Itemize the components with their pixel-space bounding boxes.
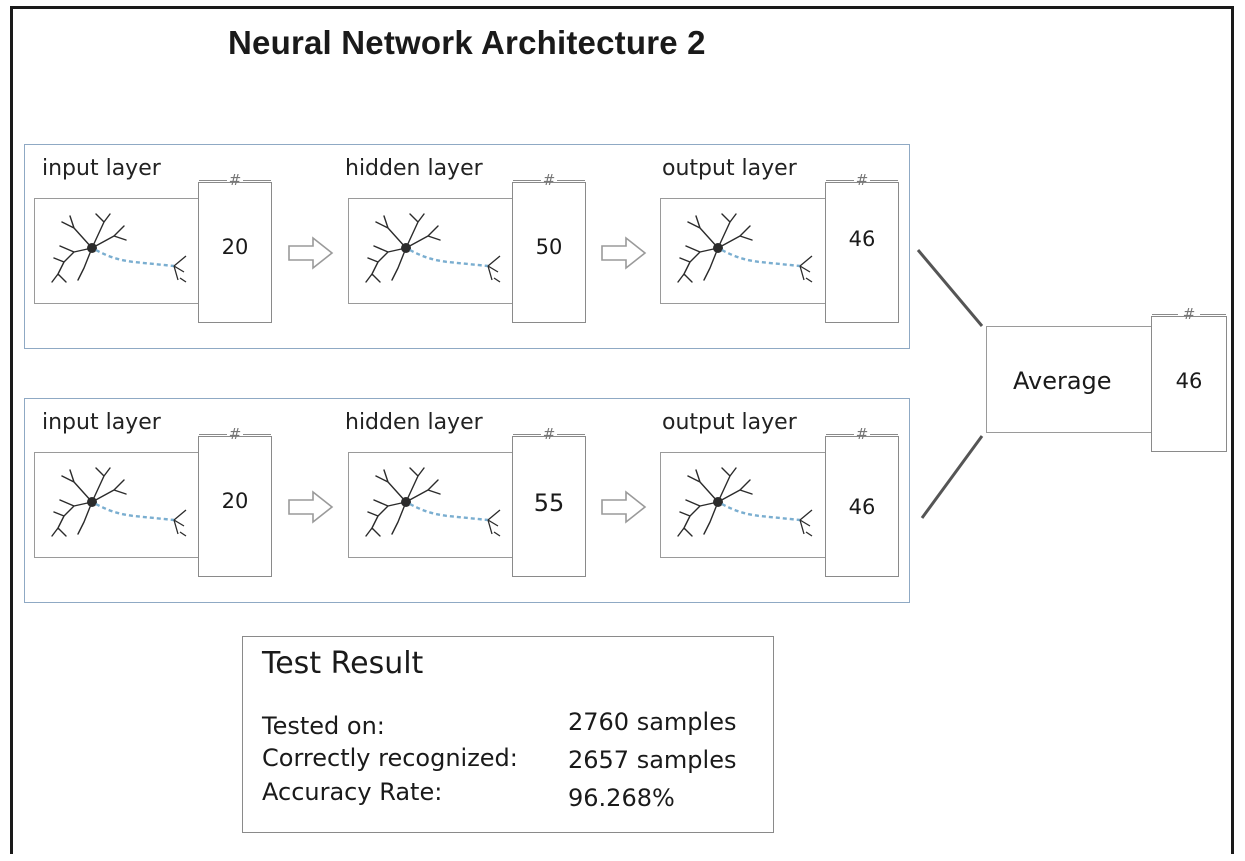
correctly-recognized-value: 2657 samples: [568, 746, 737, 774]
correctly-recognized-label: Correctly recognized:: [262, 744, 518, 772]
page-title: Neural Network Architecture 2: [228, 24, 706, 61]
hash-icon: #: [1182, 305, 1196, 323]
average-count-value: 46: [1175, 369, 1203, 393]
network-2-output-count-value: 46: [848, 495, 876, 519]
network-1-hidden-count: # 50: [512, 171, 586, 323]
tested-on-value: 2760 samples: [568, 708, 737, 736]
network-2-hidden-count-value: 55: [533, 489, 565, 517]
hash-icon: #: [855, 171, 869, 189]
neuron-icon: [51, 213, 187, 283]
accuracy-rate-value: 96.268%: [568, 784, 675, 812]
average-count: # 46: [1151, 305, 1227, 452]
hash-icon: #: [228, 425, 242, 443]
arrow-right-icon: [601, 236, 647, 270]
network-1-output-label: output layer: [662, 156, 797, 181]
arrow-right-icon: [601, 490, 647, 524]
network-1-hidden-label: hidden layer: [345, 156, 483, 181]
network-2-input-count-value: 20: [221, 489, 249, 513]
network-1-input-count: # 20: [198, 171, 272, 323]
network-2-output-count: # 46: [825, 425, 899, 577]
network-1-hidden-count-value: 50: [535, 235, 563, 259]
arrow-right-icon: [288, 490, 334, 524]
neuron-icon: [365, 213, 501, 283]
hash-icon: #: [855, 425, 869, 443]
hash-icon: #: [228, 171, 242, 189]
network-1: [24, 144, 910, 349]
neuron-icon: [365, 467, 501, 537]
tested-on-label: Tested on:: [262, 712, 385, 740]
network-1-output-count: # 46: [825, 171, 899, 323]
connector-line-bottom: [920, 435, 984, 519]
average-label: Average: [1013, 367, 1112, 395]
neuron-icon: [51, 467, 187, 537]
arrow-right-icon: [288, 236, 334, 270]
neuron-icon: [677, 213, 813, 283]
outer-frame: [10, 6, 1234, 854]
hash-icon: #: [542, 171, 556, 189]
network-2: [24, 398, 910, 603]
network-2-input-count: # 20: [198, 425, 272, 577]
hash-icon: #: [542, 425, 556, 443]
network-2-hidden-count: # 55: [512, 425, 586, 577]
neuron-body: [87, 243, 97, 253]
network-2-output-label: output layer: [662, 410, 797, 435]
network-2-input-label: input layer: [42, 410, 161, 435]
network-2-hidden-label: hidden layer: [345, 410, 483, 435]
neuron-icon: [677, 467, 813, 537]
test-result-panel: [242, 636, 774, 833]
test-result-title: Test Result: [262, 646, 424, 681]
accuracy-rate-label: Accuracy Rate:: [262, 778, 443, 806]
network-1-output-count-value: 46: [848, 227, 876, 251]
network-1-input-label: input layer: [42, 156, 161, 181]
network-1-input-count-value: 20: [221, 235, 249, 259]
connector-line-top: [916, 249, 984, 327]
